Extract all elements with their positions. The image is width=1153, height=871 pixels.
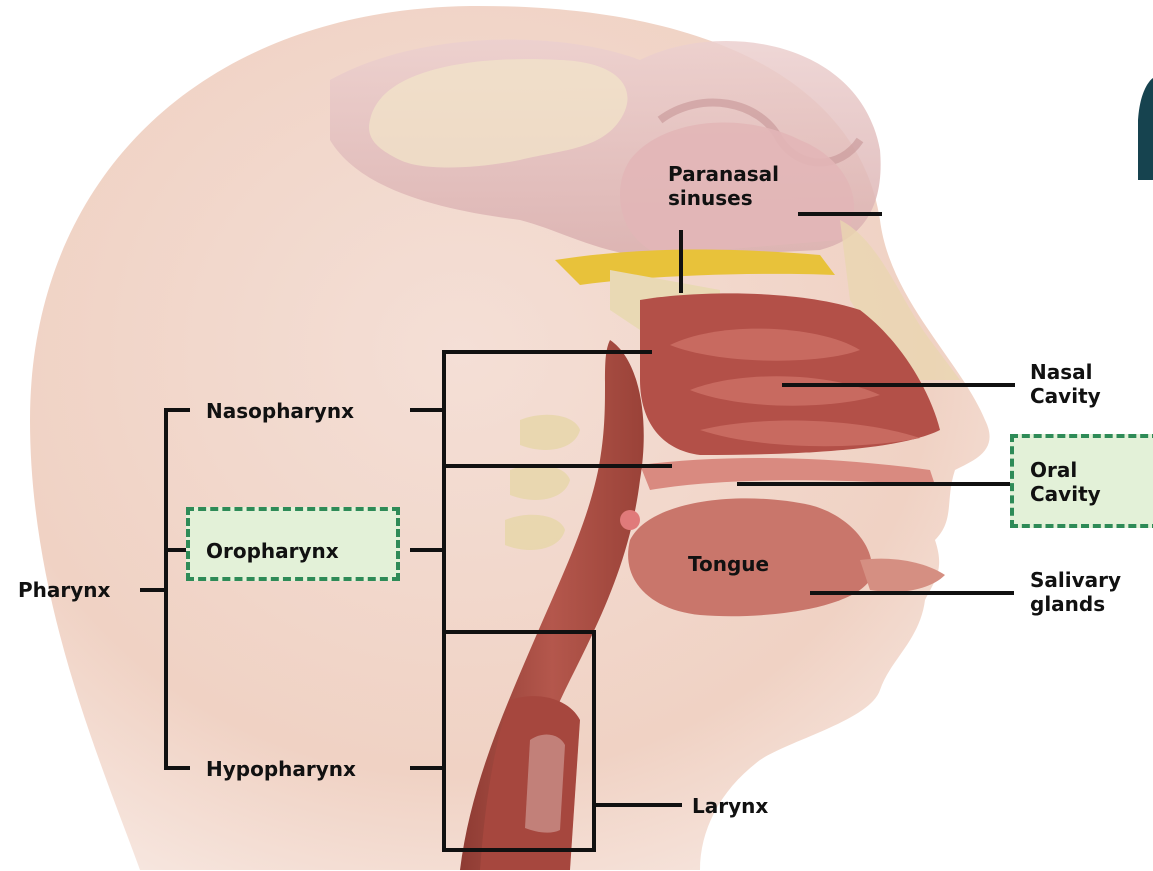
larynx-cartilage <box>525 735 565 833</box>
pharynx-label: Pharynx <box>18 578 110 602</box>
paranasal-sinuses-label: Paranasal sinuses <box>668 162 779 210</box>
nasal-cavity-label: Nasal Cavity <box>1030 360 1101 408</box>
tongue-label: Tongue <box>688 552 769 576</box>
hypopharynx-label: Hypopharynx <box>206 757 356 781</box>
salivary-glands-label: Salivary glands <box>1030 568 1121 616</box>
salivary-line-2: glands <box>1030 592 1121 616</box>
salivary-line-1: Salivary <box>1030 568 1121 592</box>
logo-fragment <box>1138 78 1153 180</box>
nasopharynx-label: Nasopharynx <box>206 399 354 423</box>
tonsil <box>620 510 640 530</box>
larynx-label: Larynx <box>692 794 768 818</box>
oral-cavity-label: Oral Cavity <box>1030 458 1101 506</box>
nasal-cavity-line-1: Nasal <box>1030 360 1101 384</box>
paranasal-line-2: sinuses <box>668 186 779 210</box>
oropharynx-label: Oropharynx <box>206 539 339 563</box>
oral-cavity-line-2: Cavity <box>1030 482 1101 506</box>
nasal-cavity-line-2: Cavity <box>1030 384 1101 408</box>
paranasal-line-1: Paranasal <box>668 162 779 186</box>
oral-cavity-line-1: Oral <box>1030 458 1101 482</box>
